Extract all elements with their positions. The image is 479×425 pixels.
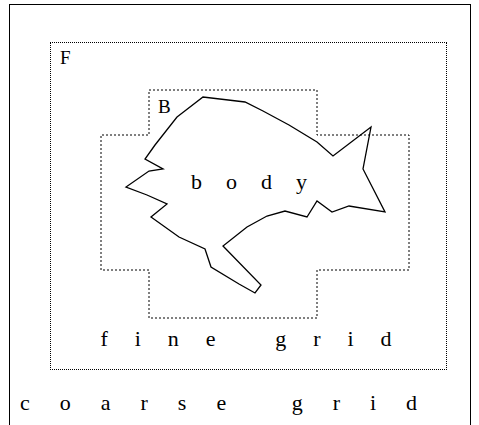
region-letter-box: F: [60, 48, 71, 69]
body-outline: body: [126, 97, 388, 295]
region-label-box: coarse grid: [20, 391, 447, 415]
region-label: fine grid: [100, 326, 418, 351]
body-label-box: body: [191, 170, 331, 194]
region-label-box: fine grid: [100, 327, 418, 351]
boundary-region-path: [101, 90, 409, 318]
region-label: coarse grid: [20, 390, 447, 415]
boundary-region: Bbody: [101, 90, 409, 318]
body-outline-path: [126, 97, 385, 293]
region-letter: B: [158, 96, 171, 117]
boundary-region-shape: [101, 90, 409, 318]
region-letter: F: [60, 47, 71, 68]
body-outline-shape: [126, 97, 388, 295]
body-label: body: [191, 169, 331, 194]
coarse-grid-region: coarse grid Ffine grid Bbody: [9, 4, 471, 425]
fine-grid-region: Ffine grid Bbody: [50, 42, 447, 370]
region-letter-box: B: [158, 97, 171, 118]
